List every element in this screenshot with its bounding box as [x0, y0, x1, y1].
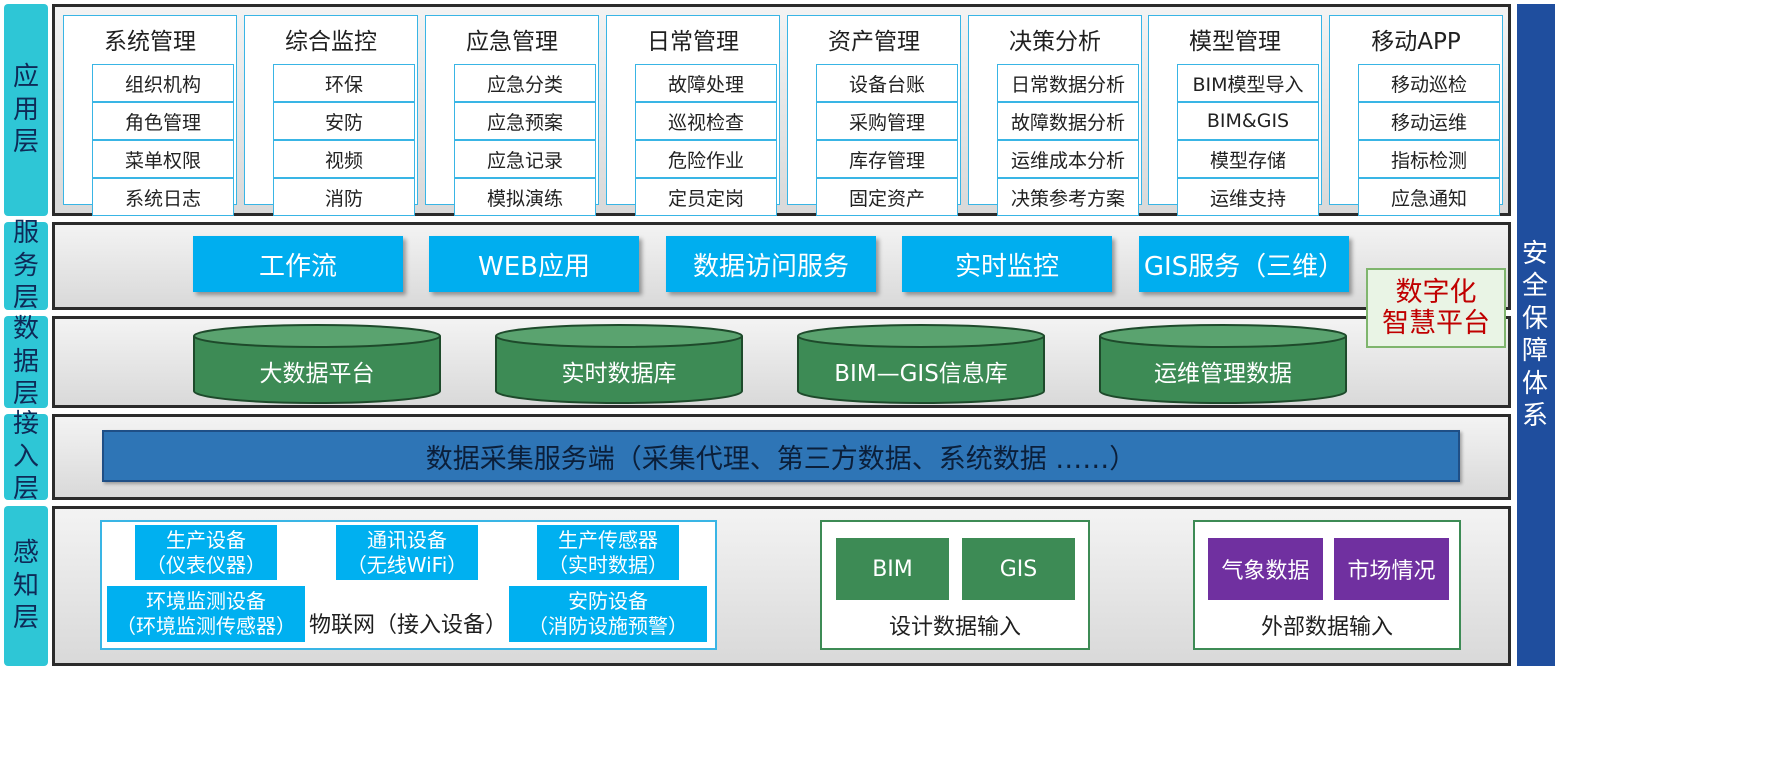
db-big-data-platform: 大数据平台 — [193, 324, 441, 404]
device-security-name: 安防设备 — [568, 589, 648, 613]
service-web-app: WEB应用 — [429, 236, 639, 292]
database-cylinder-icon — [495, 324, 743, 404]
module-item: 组织机构 — [92, 64, 234, 102]
device-environment-monitor: 环境监测设备 （环境监测传感器） — [107, 586, 305, 642]
module-system: 系统管理组织机构角色管理菜单权限系统日志 — [63, 15, 237, 216]
layer-label-service: 服务层 — [4, 218, 48, 313]
platform-line1: 数字化 — [1395, 276, 1477, 308]
device-production-desc: （仪表仪器） — [146, 552, 266, 577]
module-item: 设备台账 — [816, 64, 958, 102]
module-item: 应急分类 — [454, 64, 596, 102]
module-item: 消防 — [273, 178, 415, 216]
layer-label-data: 数据层 — [4, 314, 48, 409]
design-data-label: 设计数据输入 — [888, 615, 1021, 640]
module-title: 日常管理 — [647, 29, 739, 55]
design-bim: BIM — [836, 538, 949, 600]
iot-label: 物联网（接入设备） — [308, 613, 507, 638]
layer-label-access: 接入层 — [4, 409, 48, 504]
device-environment-monitor-name: 环境监测设备 — [146, 589, 266, 613]
module-item: 库存管理 — [816, 140, 958, 178]
device-production: 生产设备 （仪表仪器） — [135, 525, 277, 580]
module-title: 综合监控 — [285, 29, 377, 55]
device-communication: 通讯设备 （无线WiFi） — [336, 525, 478, 580]
module-item: 运维支持 — [1177, 178, 1319, 216]
module-item: 环保 — [273, 64, 415, 102]
device-production-sensor: 生产传感器 （实时数据） — [537, 525, 679, 580]
module-item: BIM&GIS — [1177, 102, 1319, 140]
database-label: 运维管理数据 — [1154, 361, 1292, 387]
layer-label-app: 应用层 — [4, 4, 48, 216]
database-cylinder-icon — [797, 324, 1045, 404]
module-monitor: 综合监控环保安防视频消防 — [244, 15, 418, 216]
module-asset: 资产管理设备台账采购管理库存管理固定资产 — [787, 15, 961, 216]
db-bim-gis-database: BIM—GIS信息库 — [797, 324, 1045, 404]
device-security-desc: （消防设施预警） — [528, 614, 688, 638]
module-item: 巡视检查 — [635, 102, 777, 140]
module-item: 运维成本分析 — [997, 140, 1139, 178]
database-cylinder-icon — [193, 324, 441, 404]
database-label: 实时数据库 — [561, 361, 677, 387]
module-title: 应急管理 — [466, 29, 558, 55]
data-collection-server-bar: 数据采集服务端（采集代理、第三方数据、系统数据 ……） — [102, 430, 1460, 482]
module-item: 应急预案 — [454, 102, 596, 140]
device-security: 安防设备 （消防设施预警） — [509, 586, 707, 642]
database-label: BIM—GIS信息库 — [834, 361, 1008, 387]
module-item: 故障处理 — [635, 64, 777, 102]
device-production-sensor-desc: （实时数据） — [548, 552, 668, 577]
platform-line2: 智慧平台 — [1382, 308, 1490, 339]
module-item: 系统日志 — [92, 178, 234, 216]
db-om-management-data: 运维管理数据 — [1099, 324, 1347, 404]
module-item: 决策参考方案 — [997, 178, 1139, 216]
module-item: 角色管理 — [92, 102, 234, 140]
module-item: 日常数据分析 — [997, 64, 1139, 102]
module-title: 移动APP — [1371, 29, 1461, 55]
service-realtime-monitor: 实时监控 — [902, 236, 1112, 292]
database-label: 大数据平台 — [259, 361, 375, 387]
module-item: BIM模型导入 — [1177, 64, 1319, 102]
service-workflow: 工作流 — [193, 236, 403, 292]
design-gis: GIS — [962, 538, 1075, 600]
service-data-access: 数据访问服务 — [666, 236, 876, 292]
device-communication-desc: （无线WiFi） — [346, 552, 468, 577]
module-item: 视频 — [273, 140, 415, 178]
app-layer-panel: 系统管理组织机构角色管理菜单权限系统日志综合监控环保安防视频消防应急管理应急分类… — [52, 4, 1511, 216]
module-item: 故障数据分析 — [997, 102, 1139, 140]
module-item: 移动运维 — [1358, 102, 1500, 140]
module-item: 固定资产 — [816, 178, 958, 216]
external-market: 市场情况 — [1334, 538, 1449, 600]
device-production-name: 生产设备 — [166, 527, 246, 552]
layer-label-perception: 感知层 — [4, 506, 48, 666]
module-title: 决策分析 — [1009, 29, 1101, 55]
digital-platform-label: 数字化 智慧平台 — [1366, 268, 1506, 348]
external-data-label: 外部数据输入 — [1260, 615, 1393, 640]
module-item: 安防 — [273, 102, 415, 140]
module-mobile-app: 移动APP 移动巡检移动运维指标检测应急通知 — [1329, 15, 1503, 216]
module-title: 系统管理 — [104, 29, 196, 55]
module-item: 应急通知 — [1358, 178, 1500, 216]
database-cylinder-icon — [1099, 324, 1347, 404]
module-item: 模拟演练 — [454, 178, 596, 216]
db-realtime-database: 实时数据库 — [495, 324, 743, 404]
module-title: 资产管理 — [828, 29, 920, 55]
module-item: 指标检测 — [1358, 140, 1500, 178]
module-decision: 决策分析日常数据分析故障数据分析运维成本分析决策参考方案 — [968, 15, 1142, 216]
device-production-sensor-name: 生产传感器 — [558, 527, 658, 552]
external-weather: 气象数据 — [1208, 538, 1323, 600]
module-item: 采购管理 — [816, 102, 958, 140]
module-item: 危险作业 — [635, 140, 777, 178]
security-system-bar: 安全保障体系 — [1517, 4, 1555, 666]
module-title: 模型管理 — [1189, 29, 1281, 55]
module-item: 应急记录 — [454, 140, 596, 178]
module-item: 定员定岗 — [635, 178, 777, 216]
service-gis-3d: GIS服务（三维） — [1139, 236, 1349, 292]
module-item: 移动巡检 — [1358, 64, 1500, 102]
device-environment-monitor-desc: （环境监测传感器） — [116, 614, 296, 638]
device-communication-name: 通讯设备 — [367, 527, 447, 552]
module-daily: 日常管理故障处理巡视检查危险作业定员定岗 — [606, 15, 780, 216]
module-item: 模型存储 — [1177, 140, 1319, 178]
module-emergency: 应急管理应急分类应急预案应急记录模拟演练 — [425, 15, 599, 216]
module-item: 菜单权限 — [92, 140, 234, 178]
